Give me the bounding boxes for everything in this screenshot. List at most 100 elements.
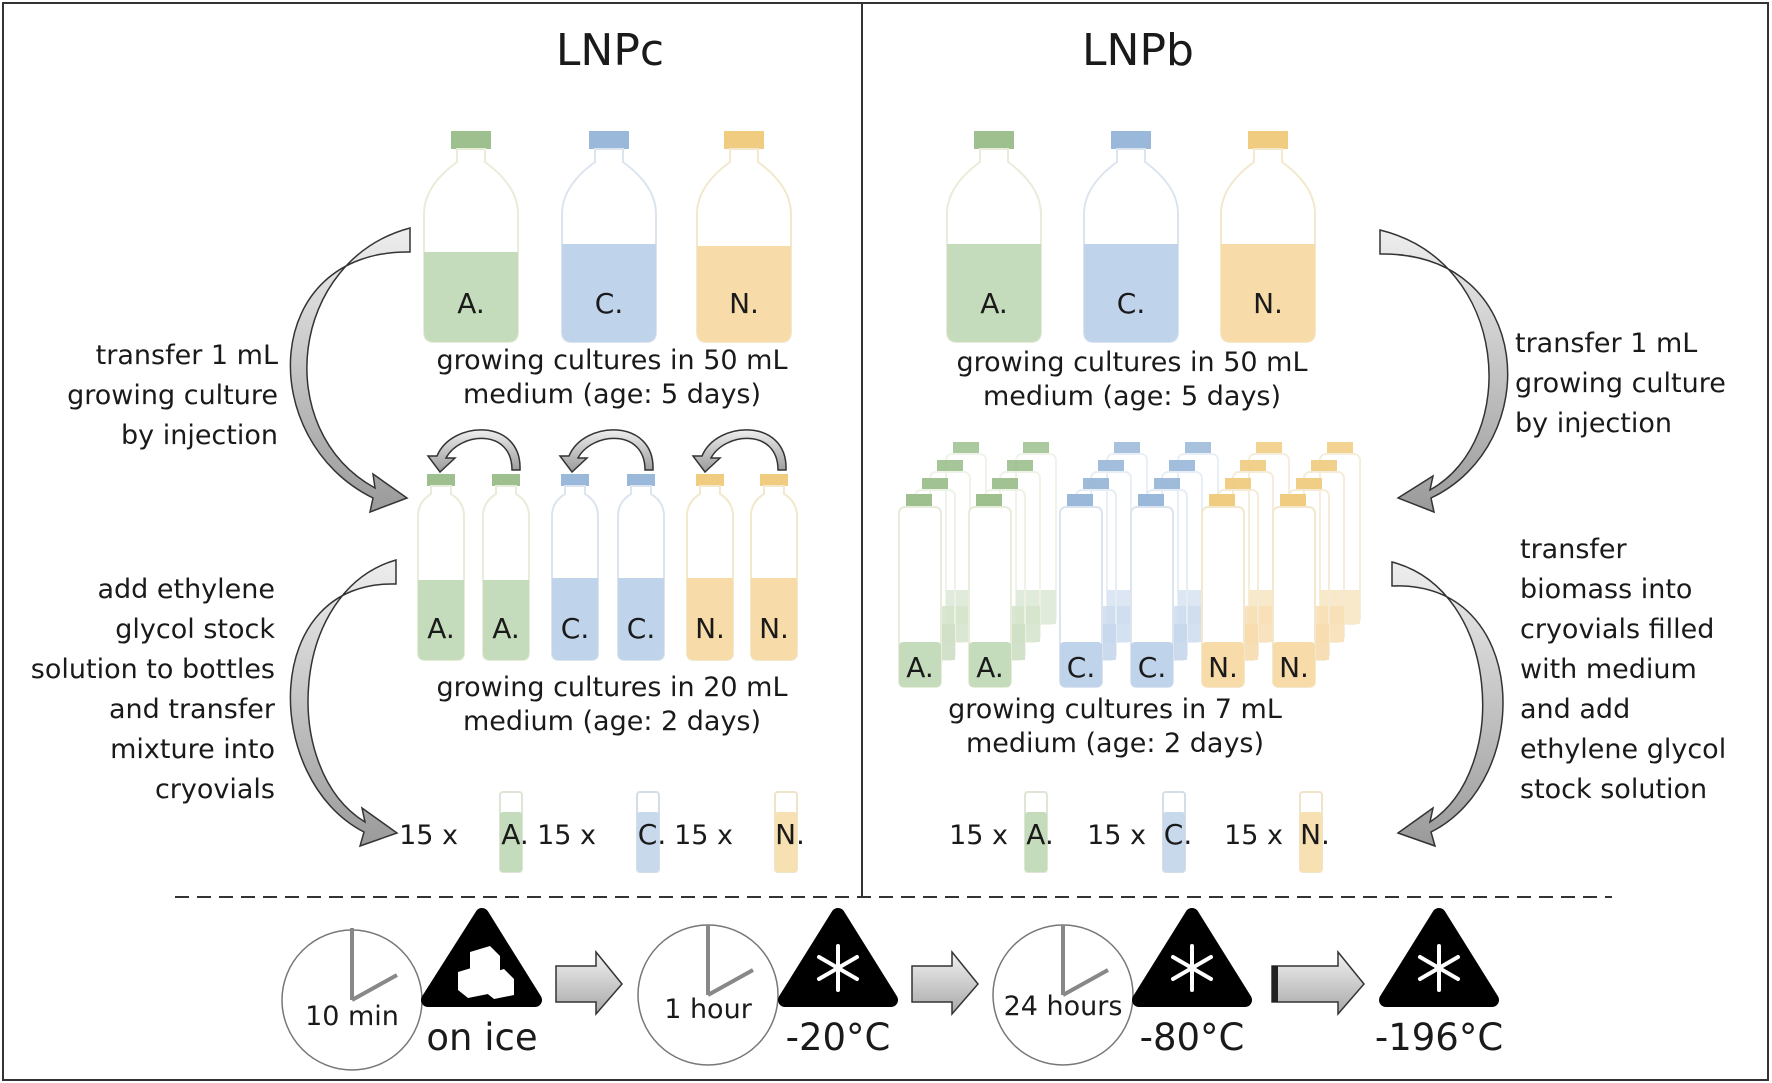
small-bottle-n1: N. xyxy=(686,474,734,661)
vial-label: N. xyxy=(1300,818,1330,851)
svg-text:solution to bottles: solution to bottles xyxy=(31,654,275,685)
stage-label-minus196: -196°C xyxy=(1375,1016,1503,1059)
svg-text:growing culture: growing culture xyxy=(1515,368,1726,399)
bottle-label: C. xyxy=(595,287,623,320)
large-bottle-a-left: A. xyxy=(423,131,519,343)
vial-count: 15 x xyxy=(674,820,733,851)
small-bottle-c2: C. xyxy=(617,474,665,661)
stage-label-minus20: -20°C xyxy=(786,1016,891,1059)
snowflake-icon xyxy=(1379,908,1499,1007)
svg-text:growing culture: growing culture xyxy=(67,380,278,411)
vial-label: A. xyxy=(1026,818,1054,851)
large-bottle-c-left: C. xyxy=(561,131,657,343)
vial-label: N. xyxy=(775,818,805,851)
bottle-label: A. xyxy=(492,612,520,645)
svg-text:mixture into: mixture into xyxy=(110,734,275,765)
vial-count: 15 x xyxy=(949,820,1008,851)
small-bottles-left: A. A. C. C. N. xyxy=(417,474,798,661)
clock-label: 10 min xyxy=(305,1001,399,1032)
ice-cube-icon xyxy=(421,908,542,1007)
small-bottle-n2: N. xyxy=(750,474,798,661)
arrow-stripe xyxy=(1272,966,1278,1002)
caption-large-right-1: growing cultures in 50 mL xyxy=(957,347,1308,378)
svg-text:ethylene glycol: ethylene glycol xyxy=(1520,734,1726,765)
bottle-label: C. xyxy=(1117,287,1145,320)
curved-arrow-right-1 xyxy=(1379,229,1509,514)
svg-text:glycol stock: glycol stock xyxy=(115,614,275,645)
bottle-label: A. xyxy=(427,612,455,645)
svg-text:stock solution: stock solution xyxy=(1520,774,1707,805)
right-step1-label: transfer 1 mL growing culture by injecti… xyxy=(1515,328,1726,439)
cryovials-right: 15 x A. 15 x C. 15 x N. xyxy=(949,791,1330,873)
svg-text:and transfer: and transfer xyxy=(109,694,276,725)
snowflake-icon xyxy=(1132,908,1252,1007)
timeline-arrow-2 xyxy=(911,949,979,1017)
bottle-label: C. xyxy=(1138,651,1166,684)
vial-count: 15 x xyxy=(1087,820,1146,851)
caption-large-right-2: medium (age: 5 days) xyxy=(983,381,1281,412)
svg-text:with medium: with medium xyxy=(1520,654,1697,685)
bottle-label: N. xyxy=(695,612,725,645)
left-step1-label: transfer 1 mL growing culture by injecti… xyxy=(67,340,278,451)
panel-title-lnpb: LNPb xyxy=(1082,25,1194,76)
caption-small-right-2: medium (age: 2 days) xyxy=(966,728,1264,759)
bottle-label: C. xyxy=(561,612,589,645)
cryovials-left: 15 x A. 15 x C. 15 x N. xyxy=(399,791,805,873)
caption-small-left-2: medium (age: 2 days) xyxy=(463,706,761,737)
caption-large-left-2: medium (age: 5 days) xyxy=(463,379,761,410)
vial-count: 15 x xyxy=(1224,820,1283,851)
stage-label-on-ice: on ice xyxy=(426,1016,537,1059)
large-bottle-n-left: N. xyxy=(696,131,792,343)
bottle-label: N. xyxy=(1279,651,1309,684)
svg-text:biomass into: biomass into xyxy=(1520,574,1692,605)
clock-label: 24 hours xyxy=(1004,991,1123,1022)
svg-text:cryovials: cryovials xyxy=(155,774,275,805)
large-bottle-n-right: N. xyxy=(1220,131,1316,343)
curved-arrow-right-2 xyxy=(1391,561,1504,848)
panel-title-lnpc: LNPc xyxy=(556,25,664,76)
vial-count: 15 x xyxy=(537,820,596,851)
vial-label: C. xyxy=(638,818,666,851)
svg-text:and add: and add xyxy=(1520,694,1630,725)
small-bottle-a2: A. xyxy=(482,474,530,661)
clock-icon: 1 hour xyxy=(637,924,779,1066)
small-bottle-c1: C. xyxy=(551,474,599,661)
large-bottle-a-right: A. xyxy=(946,131,1042,343)
svg-text:transfer: transfer xyxy=(1520,534,1628,565)
small-bottle-a1: A. xyxy=(417,474,465,661)
vial-count: 15 x xyxy=(399,820,458,851)
caption-large-left-1: growing cultures in 50 mL xyxy=(437,345,788,376)
caption-small-right-1: growing cultures in 7 mL xyxy=(948,694,1282,725)
curved-arrow-left-1 xyxy=(289,227,411,514)
timeline-arrow-1 xyxy=(555,949,623,1017)
svg-text:by injection: by injection xyxy=(121,420,278,451)
svg-text:add ethylene: add ethylene xyxy=(97,574,275,605)
svg-text:transfer 1 mL: transfer 1 mL xyxy=(1515,328,1697,359)
small-bottles-right-front: A. A. C. C. N. N. xyxy=(898,494,1316,688)
clock-icon: 10 min xyxy=(281,928,423,1071)
caption-small-left-1: growing cultures in 20 mL xyxy=(437,672,788,703)
clock-label: 1 hour xyxy=(664,994,753,1025)
stage-label-minus80: -80°C xyxy=(1140,1016,1245,1059)
vial-label: C. xyxy=(1164,818,1192,851)
vial-label: A. xyxy=(501,818,529,851)
svg-text:by injection: by injection xyxy=(1515,408,1672,439)
svg-text:cryovials filled: cryovials filled xyxy=(1520,614,1714,645)
bottle-label: N. xyxy=(1253,287,1283,320)
curved-arrow-left-2 xyxy=(289,559,399,848)
bottle-transfer-arrows xyxy=(426,429,787,474)
small-bottles-right: A. A. C. C. N. N. xyxy=(898,442,1361,688)
bottle-label: N. xyxy=(729,287,759,320)
right-step2-label: transfer biomass into cryovials filled w… xyxy=(1520,534,1726,805)
left-step2-label: add ethylene glycol stock solution to bo… xyxy=(31,574,276,805)
timeline: 10 min on ice 1 hour -20°C xyxy=(281,908,1503,1071)
svg-text:transfer 1 mL: transfer 1 mL xyxy=(96,340,278,371)
large-bottle-c-right: C. xyxy=(1083,131,1179,343)
bottle-label: A. xyxy=(906,651,934,684)
bottle-label: C. xyxy=(1067,651,1095,684)
clock-icon: 24 hours xyxy=(992,924,1134,1066)
bottle-label: C. xyxy=(627,612,655,645)
timeline-arrow-3 xyxy=(1271,949,1365,1017)
